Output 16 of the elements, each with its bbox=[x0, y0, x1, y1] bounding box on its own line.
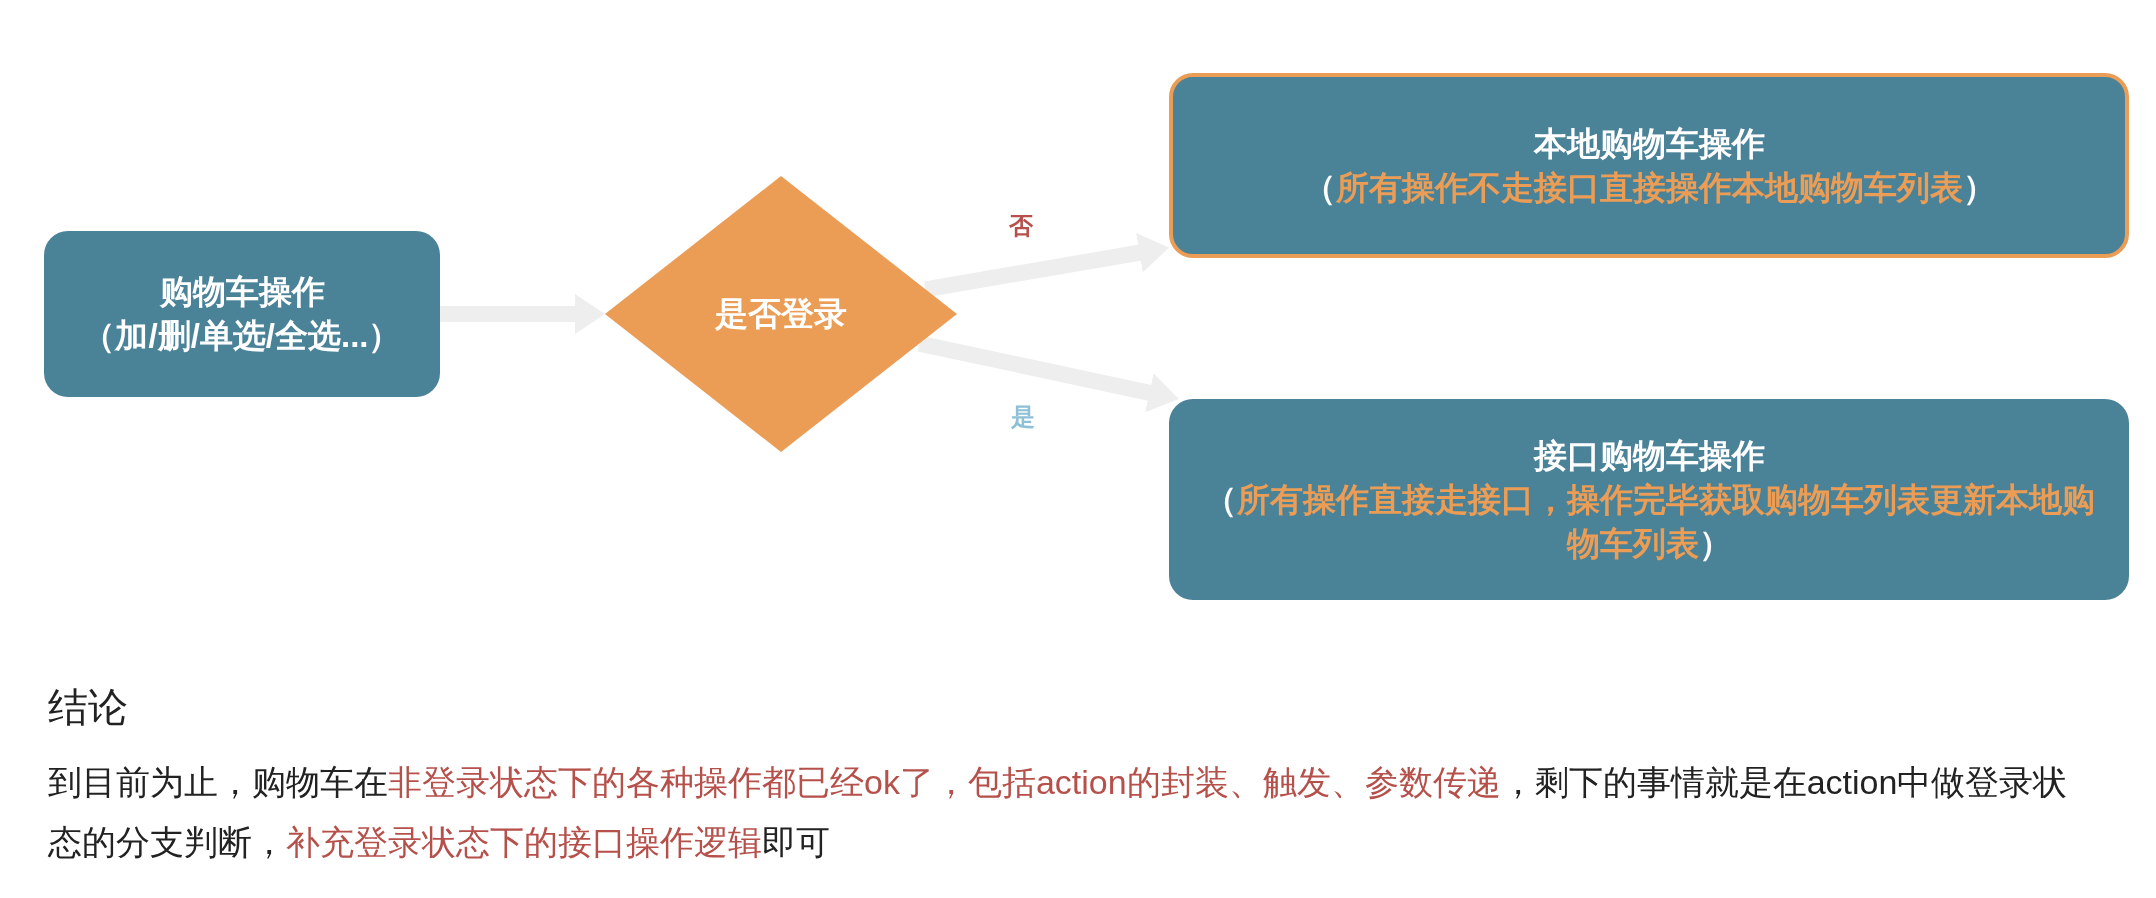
process-box bbox=[1169, 399, 2129, 600]
node-text: 接口购物车操作 bbox=[1533, 435, 1765, 476]
node-text: 本地购物车操作 bbox=[1533, 123, 1765, 164]
node-text: （加/删/单选/全选...） bbox=[82, 316, 402, 356]
node-text: （所有操作不走接口直接操作本地购物车列表） bbox=[1302, 167, 1996, 208]
arrow bbox=[924, 232, 1171, 298]
decision-diamond bbox=[605, 176, 957, 452]
conclusion-text: 到目前为止，购物车在非登录状态下的各种操作都已经ok了，包括action的封装、触发、参数传递，剩下的事情就是在action中做登录状态的分支判断，补充登录状态下的接口操作逻辑即可 bbox=[48, 762, 2069, 863]
node-text: 是否登录 bbox=[715, 294, 847, 334]
node-text: 购物车操作 bbox=[159, 272, 325, 312]
arrow bbox=[917, 335, 1181, 413]
process-box bbox=[44, 231, 440, 397]
section-heading: 结论 bbox=[48, 684, 129, 731]
process-box bbox=[1169, 73, 2129, 258]
arrow bbox=[440, 294, 605, 334]
node-text: （所有操作直接走接口，操作完毕获取购物车列表更新本地购物车列表） bbox=[1202, 479, 2096, 564]
